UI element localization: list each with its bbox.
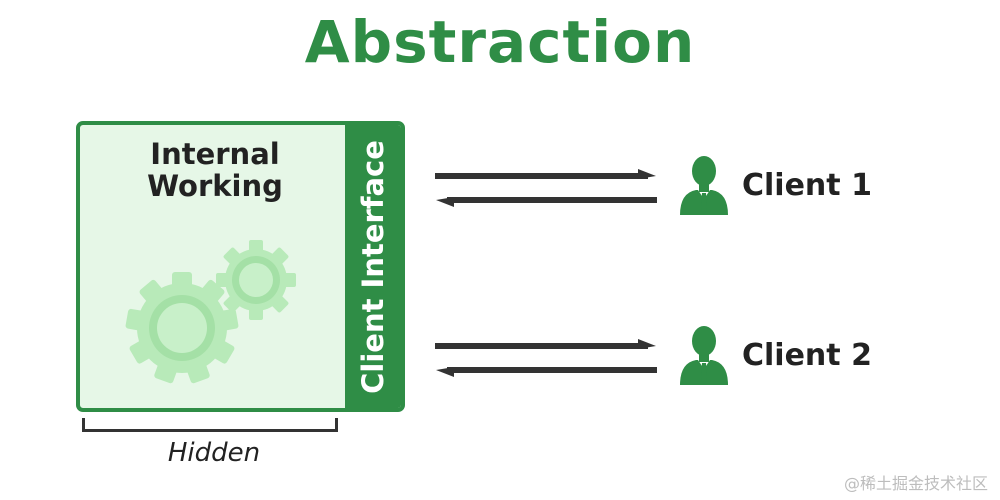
client-interface-label: Client Interface	[356, 139, 390, 394]
client-2: Client 2	[676, 320, 872, 390]
internal-working-line-2: Working	[147, 169, 283, 203]
gears-icon	[125, 240, 296, 384]
internal-working-line-1: Internal	[150, 137, 280, 171]
small-gear-icon	[216, 240, 296, 320]
arrow-left-icon	[436, 367, 657, 377]
client-1-label: Client 1	[742, 167, 872, 203]
person-suit-icon	[680, 156, 728, 215]
hidden-label: Hidden	[167, 438, 261, 468]
person-suit-icon	[680, 326, 728, 385]
internal-working-label: Internal Working	[140, 138, 290, 202]
internal-working-box: Client Interface	[76, 121, 405, 412]
client-interface-bar: Client Interface	[345, 125, 401, 408]
client-1: Client 1	[676, 150, 872, 220]
arrow-right-icon	[435, 339, 656, 349]
hidden-bracket	[82, 418, 338, 432]
watermark: @稀土掘金技术社区	[843, 474, 988, 493]
client-2-label: Client 2	[742, 337, 872, 373]
large-gear-icon	[125, 272, 239, 384]
arrow-right-icon	[435, 169, 656, 179]
arrow-left-icon	[436, 197, 657, 207]
arrows-group	[435, 169, 657, 377]
diagram-title: Abstraction	[304, 8, 696, 76]
